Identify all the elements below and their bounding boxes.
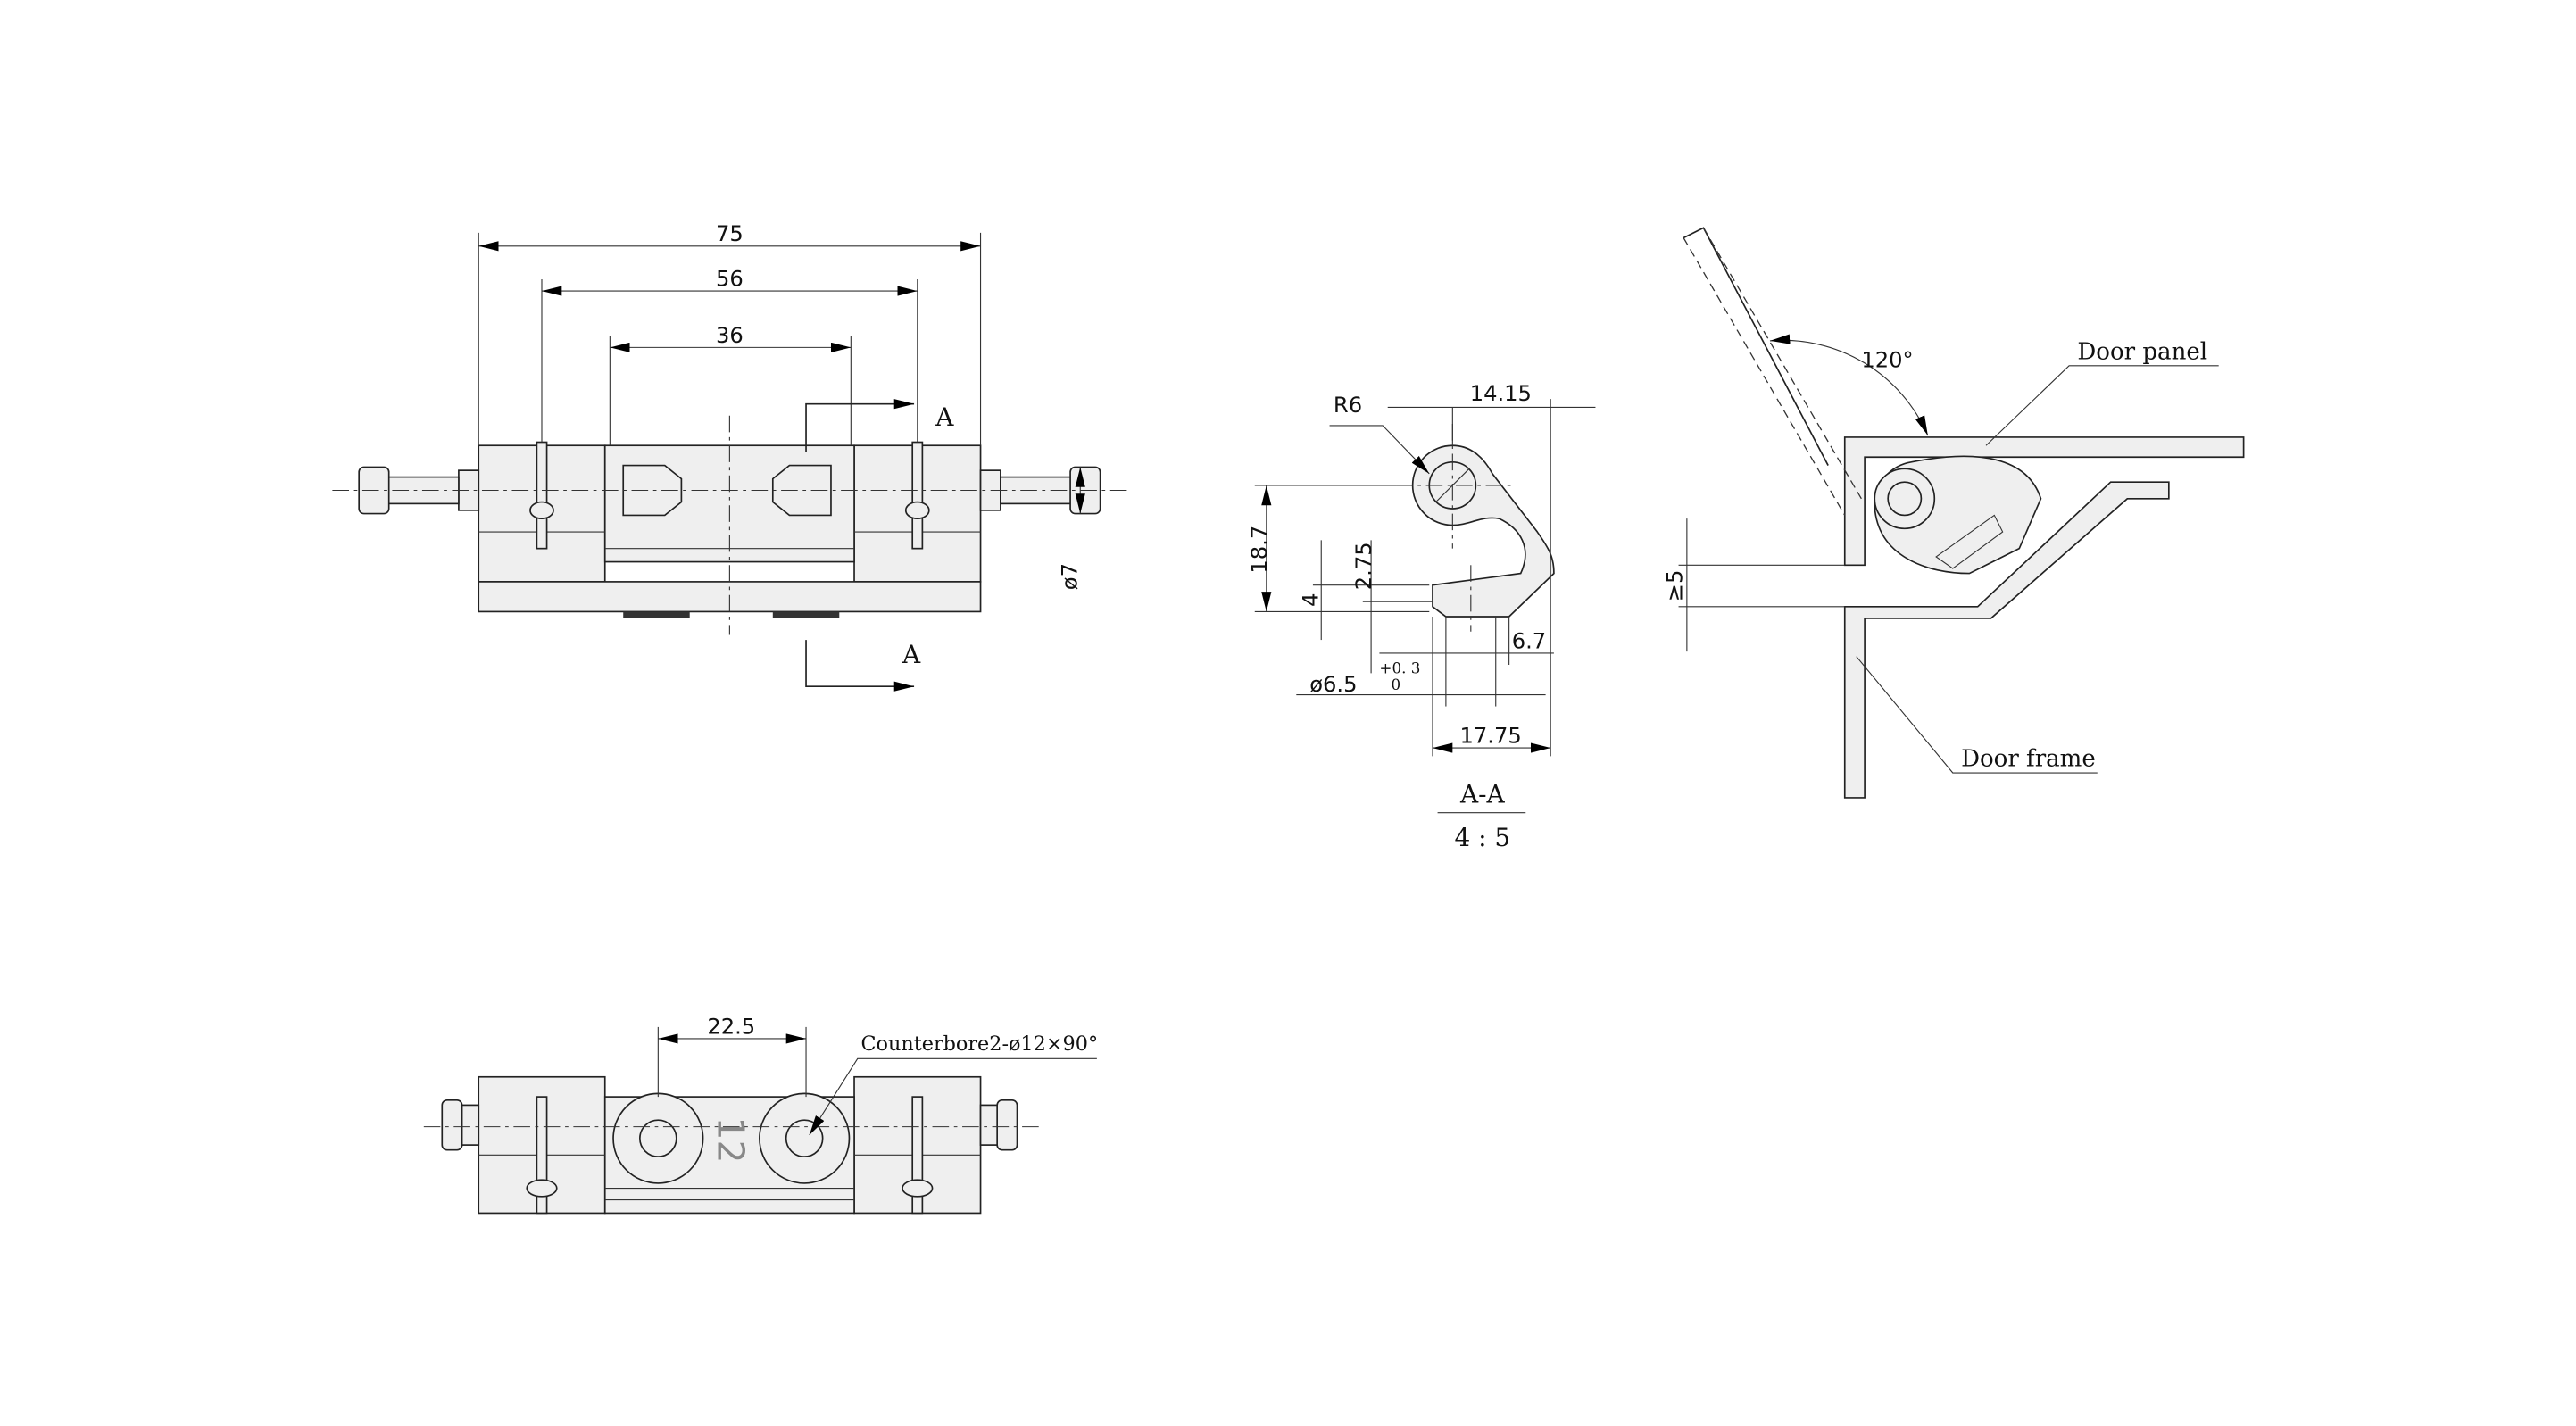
dim-thickness: 4 [1299,593,1324,606]
counterbore-note: Counterbore2-ø12×90° [860,1032,1098,1056]
dim-overall-length: 75 [716,221,744,246]
dim-radius: R6 [1334,393,1362,418]
dim-width-bottom: 17.75 [1460,724,1522,749]
section-marker-top: A [935,402,954,432]
section-scale: 4 : 5 [1455,823,1511,852]
dim-width-top: 14.15 [1470,381,1532,406]
dim-gap: ≥5 [1662,570,1687,602]
top-view: 75 56 36 A A ø7 [332,221,1131,692]
section-a-a: 14.15 R6 18.7 4 2.75 6.7 ø6.5 +0. 3 0 17… [1247,381,1596,852]
tolerance-lower: 0 [1391,676,1400,693]
installation-view: 120° Door panel Door frame ≥5 [1662,227,2245,799]
section-title: A-A [1459,780,1506,809]
dim-hole-spacing: 22.5 [707,1014,755,1039]
label-door-panel: Door panel [2077,338,2207,365]
dim-pin-diameter: ø7 [1058,563,1083,590]
dim-inner-length: 36 [716,323,744,348]
label-door-frame: Door frame [1961,746,2096,773]
bottom-view: 12 22.5 Counterbore2-ø12×90° [423,1014,1098,1215]
section-marker-bottom: A [902,640,921,669]
dim-counterbore-depth: 2.75 [1351,542,1376,590]
dim-pin-spacing: 56 [716,266,744,291]
engraved-number: 12 [709,1116,752,1163]
opening-angle: 120° [1861,348,1913,373]
dim-hole-diameter: ø6.5 [1309,672,1357,697]
tolerance-upper: +0. 3 [1379,659,1420,676]
dim-offset: 6.7 [1512,628,1546,653]
dim-height: 18.7 [1247,526,1272,574]
